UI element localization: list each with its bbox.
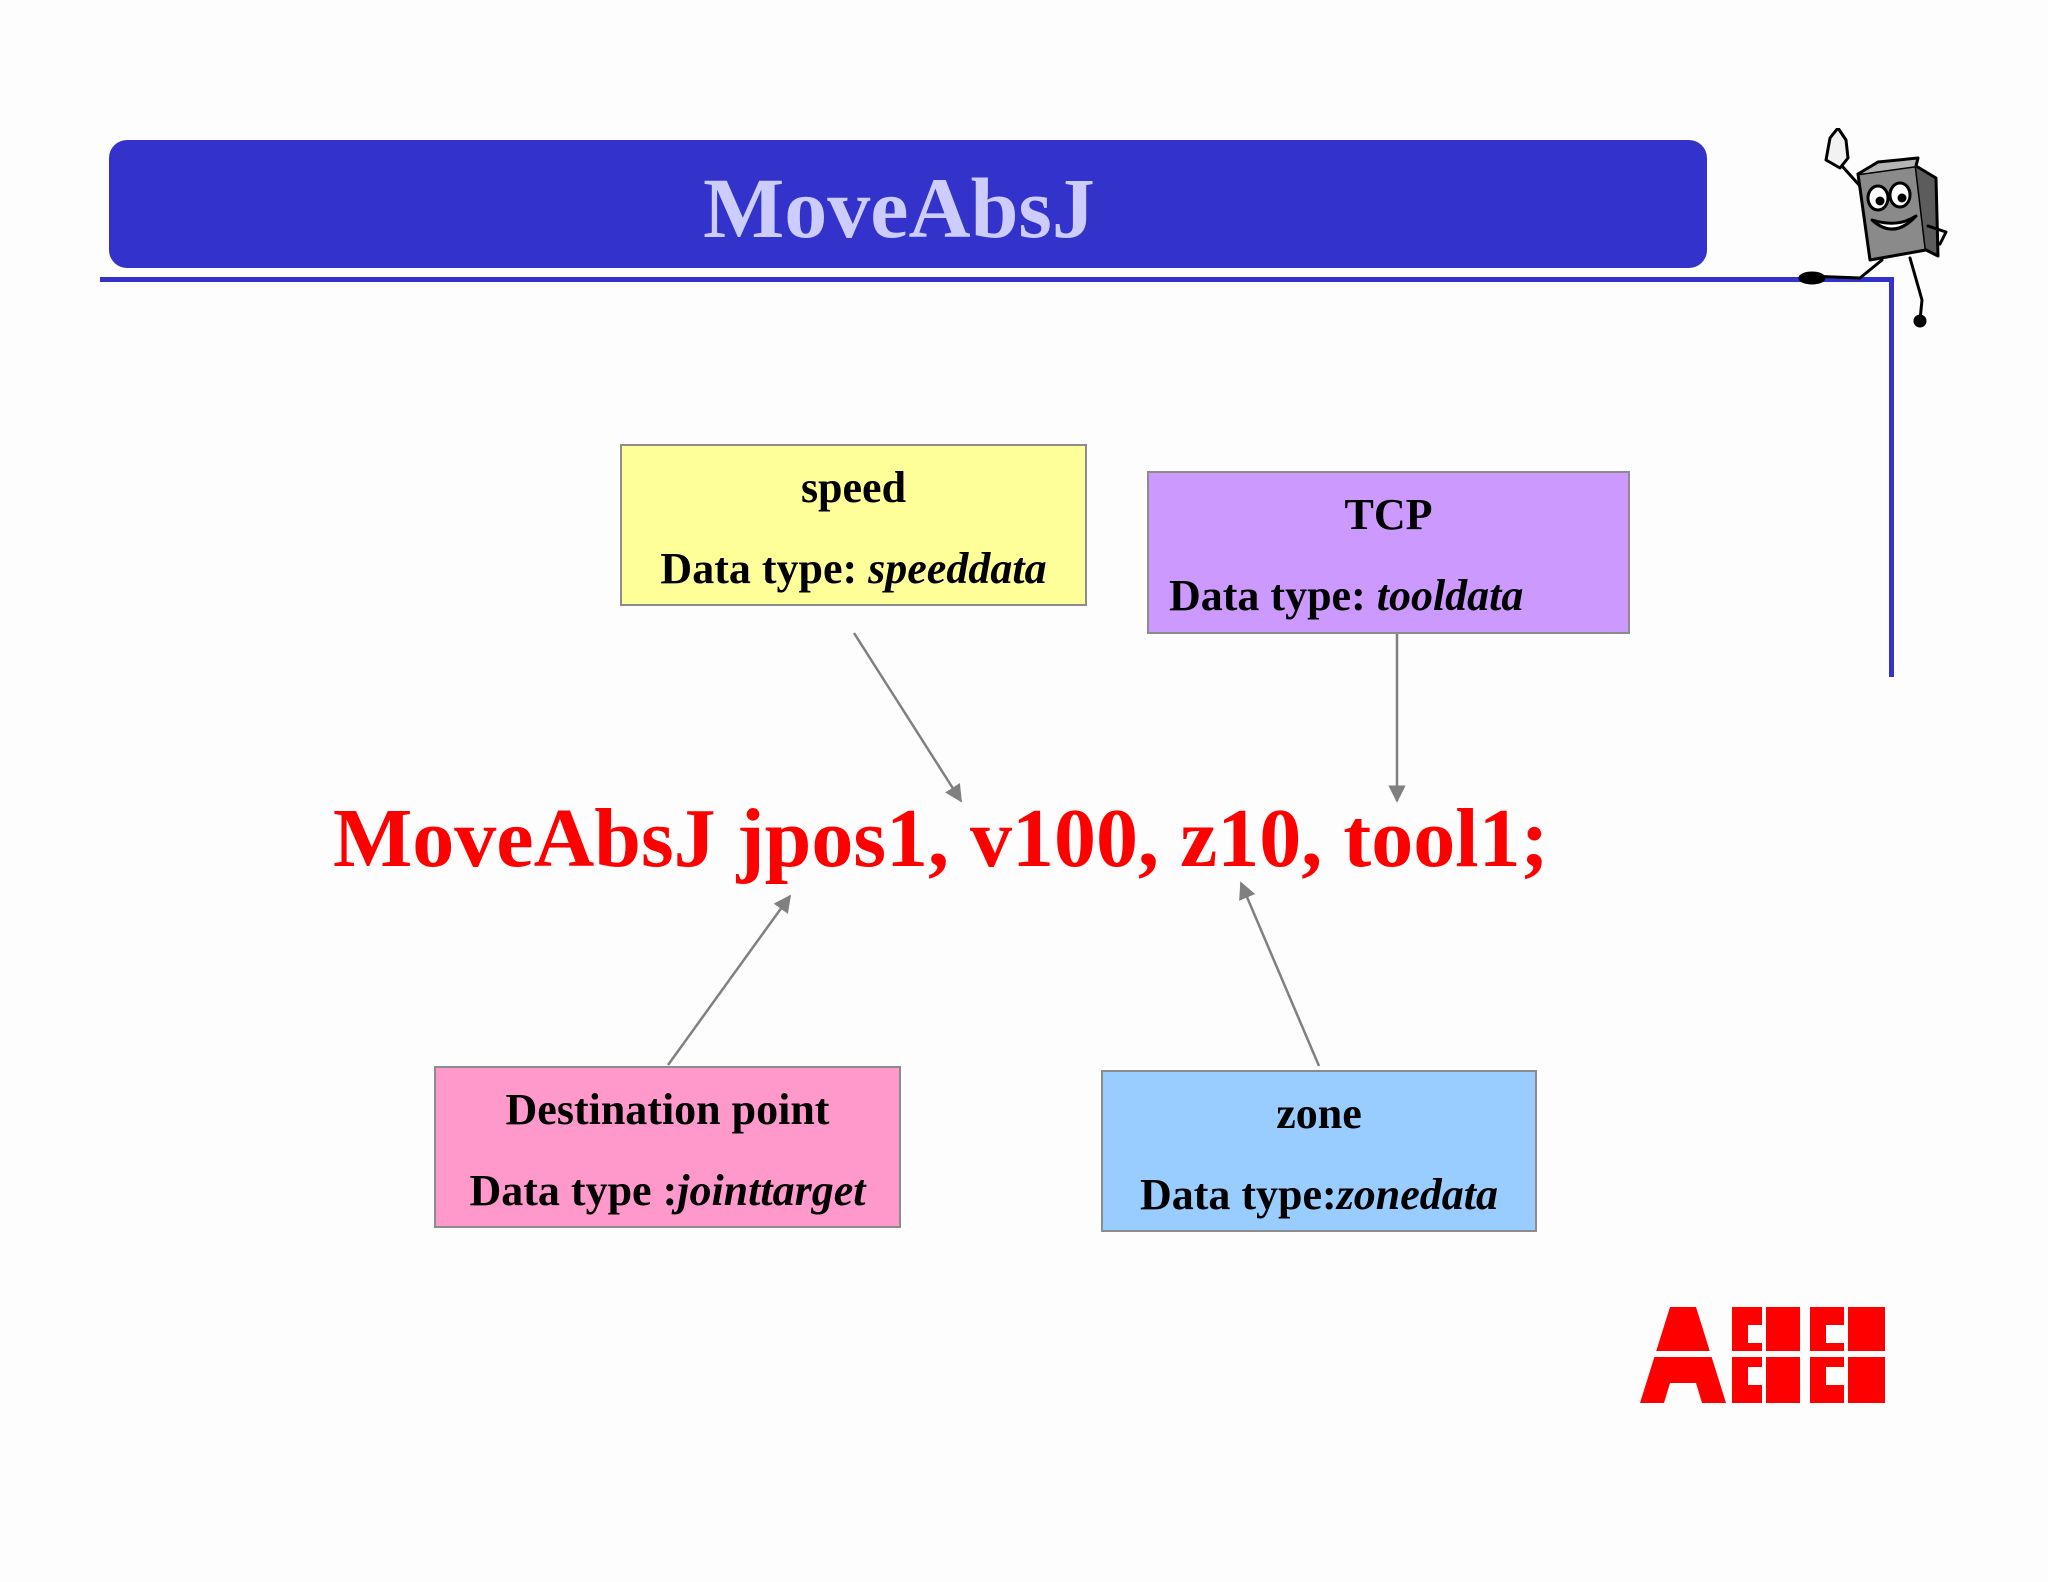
instruction-line: MoveAbsJ jpos1, v100, z10, tool1; xyxy=(333,792,1549,885)
speed-dtype-value: speeddata xyxy=(868,544,1047,593)
destination-parameter-box: Destination point Data type :jointtarget xyxy=(434,1066,901,1228)
dest-dtype-value: jointtarget xyxy=(677,1166,866,1215)
abb-logo xyxy=(1640,1305,1885,1405)
title-bar: MoveAbsJ xyxy=(109,140,1707,268)
header-rule-vertical xyxy=(1889,277,1894,677)
speed-dtype-prefix: Data type: xyxy=(660,544,869,593)
zone-box-datatype: Data type:zonedata xyxy=(1103,1173,1535,1217)
zone-box-name: zone xyxy=(1276,1089,1362,1138)
header-rule-horizontal xyxy=(100,277,1894,282)
dest-dtype-prefix: Data type : xyxy=(469,1166,678,1215)
speed-parameter-box: speed Data type: speeddata xyxy=(620,444,1087,606)
speed-box-name: speed xyxy=(800,463,907,512)
destination-box-name: Destination point xyxy=(505,1085,830,1134)
speed-box-datatype: Data type: speeddata xyxy=(622,547,1085,591)
tcp-dtype-value: tooldata xyxy=(1376,571,1524,620)
tcp-box-name: TCP xyxy=(1344,490,1433,539)
zone-dtype-value: zonedata xyxy=(1336,1170,1499,1219)
tcp-box-datatype: Data type: tooldata xyxy=(1149,574,1628,618)
tcp-parameter-box: TCP Data type: tooldata xyxy=(1147,471,1630,634)
page-title: MoveAbsJ xyxy=(703,160,1095,256)
zone-arrow xyxy=(1239,881,1321,1067)
zone-dtype-prefix: Data type: xyxy=(1139,1170,1337,1219)
tcp-dtype-prefix: Data type: xyxy=(1169,571,1377,620)
destination-box-datatype: Data type :jointtarget xyxy=(436,1169,899,1213)
pointing-robot-mascot-icon xyxy=(1798,128,1948,328)
destination-arrow xyxy=(666,894,792,1066)
zone-parameter-box: zone Data type:zonedata xyxy=(1101,1070,1537,1232)
speed-arrow xyxy=(852,632,963,803)
